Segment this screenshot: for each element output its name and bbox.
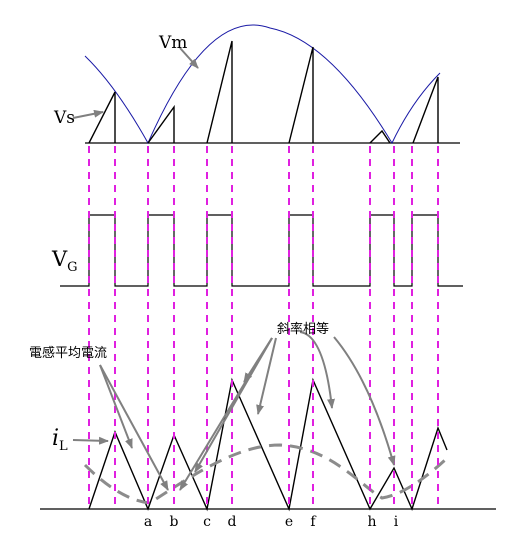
vg-label: VG xyxy=(51,247,78,275)
vm-label: Vm xyxy=(158,33,187,53)
vs-sawtooth xyxy=(88,40,439,144)
vg-label-main: V xyxy=(51,247,68,271)
il-panel xyxy=(40,377,496,512)
time-label-h: h xyxy=(367,514,376,530)
vs-arrow xyxy=(72,109,104,119)
il-label-main: i xyxy=(52,426,59,451)
time-label-i: i xyxy=(394,514,399,530)
vm-rectified-sine xyxy=(84,24,441,145)
time-label-b: b xyxy=(170,514,179,530)
vs-label: Vs xyxy=(53,108,75,128)
il-average-current-curve xyxy=(83,443,447,505)
time-label-e: e xyxy=(285,514,293,530)
slope-arrow-5 xyxy=(299,331,335,409)
time-point-labels: a b c d e f h i xyxy=(144,514,399,530)
avg-arrow-2 xyxy=(99,364,133,449)
vg-label-sub: G xyxy=(67,260,77,275)
equal-slope-label: 斜率相等 xyxy=(277,321,329,337)
avg-current-label: 電感平均電流 xyxy=(29,345,107,361)
time-label-c: c xyxy=(203,514,211,530)
time-label-a: a xyxy=(144,514,152,530)
il-label: iL xyxy=(52,426,68,454)
time-label-d: d xyxy=(228,514,237,530)
vm-arrow xyxy=(179,47,199,69)
slope-arrow-6 xyxy=(333,336,396,466)
time-label-f: f xyxy=(310,514,317,530)
il-arrow xyxy=(72,436,109,445)
time-markers xyxy=(88,146,439,509)
slope-arrow-4 xyxy=(256,337,277,415)
vg-pulse-train xyxy=(60,214,463,287)
slope-arrow-2 xyxy=(194,337,273,473)
annotation-arrows xyxy=(72,47,396,491)
vs-panel xyxy=(84,24,460,145)
il-label-sub: L xyxy=(59,439,68,454)
avg-arrow-1 xyxy=(99,364,169,491)
slope-arrow-3 xyxy=(243,337,273,383)
vg-panel xyxy=(60,214,463,287)
il-inductor-current xyxy=(88,377,448,512)
